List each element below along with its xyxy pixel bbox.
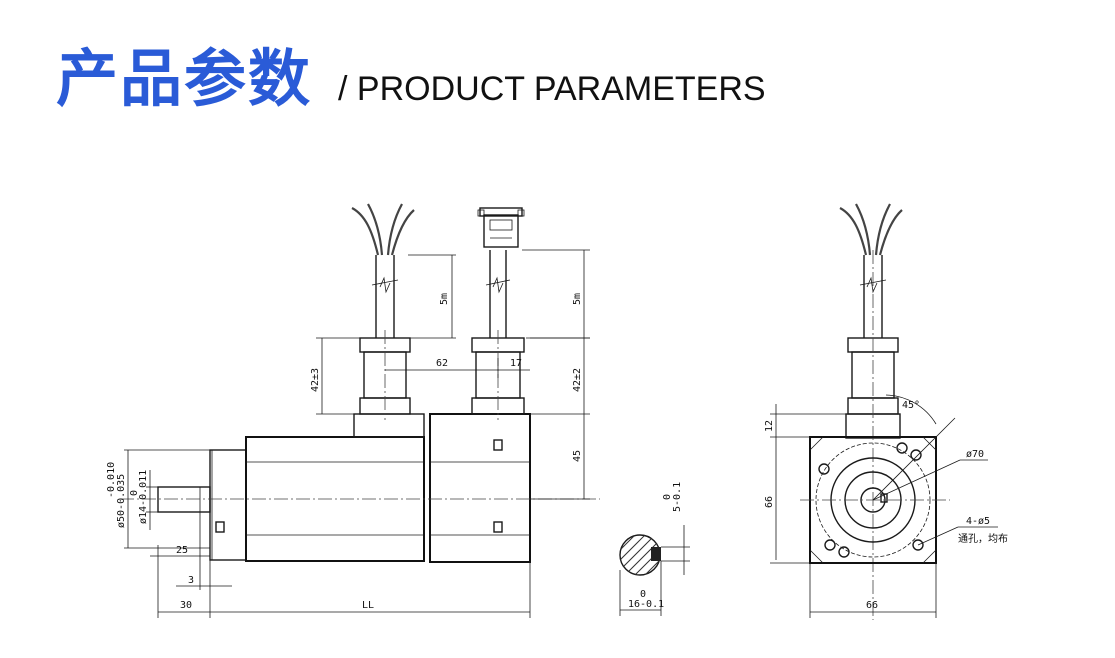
dim-len-3: 3 — [188, 575, 194, 586]
heading-title-en: / PRODUCT PARAMETERS — [338, 70, 766, 108]
dim-shaft-dia-50: ø50-0.035 — [116, 474, 127, 528]
dim-shaft-dia-14-tol: 0 — [129, 490, 140, 496]
side-view-dimensions: 5m 5m 42±3 42±2 45 62 17 ø50-0.035 -0.01… — [106, 249, 590, 618]
dim-gland-1: 42±3 — [310, 368, 321, 392]
dim-dia-70: ø70 — [966, 449, 984, 460]
dim-holes-note: 通孔，均布 — [958, 533, 1008, 545]
dim-side-66-v: 66 — [764, 496, 775, 508]
shaft-section-view — [619, 534, 661, 576]
dim-shaft-dia-14: ø14-0.011 — [138, 470, 149, 524]
shaft-section-dimensions: 5-0.1 0 16-0.1 0 — [619, 482, 690, 616]
dim-shaft-dia-50-tol: -0.010 — [106, 462, 117, 498]
encoder-cable-assembly — [471, 207, 525, 420]
dim-len-25: 25 — [176, 545, 188, 556]
dim-key-16: 16-0.1 — [628, 599, 664, 610]
dim-height-45: 45 — [572, 450, 583, 462]
front-view-dimensions: 12 66 66 45° ø70 4-ø5 通孔，均布 — [764, 394, 1008, 618]
dim-side-66-h: 66 — [866, 600, 878, 611]
dim-cable-length-1: 5m — [439, 293, 450, 305]
heading-title-cn: 产品参数 — [56, 42, 313, 115]
dim-len-ll: LL — [362, 600, 374, 611]
power-cable-assembly — [351, 203, 415, 420]
motor-side-view — [120, 413, 600, 563]
dim-top-12: 12 — [764, 420, 775, 432]
dim-key-5: 5-0.1 — [672, 482, 683, 512]
page-heading: 产品参数 / PRODUCT PARAMETERS — [56, 28, 766, 118]
dim-gland-2: 42±2 — [572, 368, 583, 392]
dim-cable-length-2: 5m — [572, 293, 583, 305]
motor-front-view — [800, 203, 950, 620]
dim-angle-45: 45° — [902, 400, 920, 411]
dim-len-30: 30 — [180, 600, 192, 611]
dim-key-5-tol: 0 — [662, 494, 673, 500]
dim-offset-17: 17 — [510, 358, 522, 369]
dim-holes: 4-ø5 — [966, 516, 990, 527]
dim-key-16-tol: 0 — [640, 589, 646, 600]
dim-offset-62: 62 — [436, 358, 448, 369]
